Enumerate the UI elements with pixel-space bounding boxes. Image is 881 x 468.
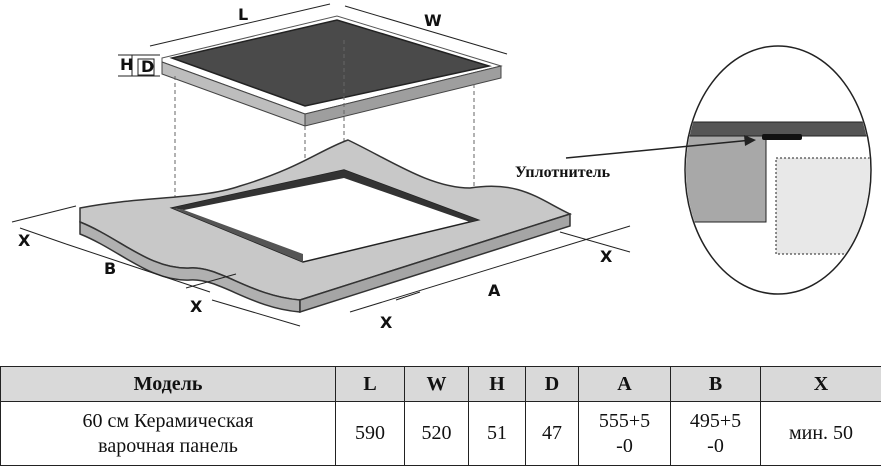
dim-label-x-front: X [380, 313, 393, 332]
header-x: X [760, 366, 881, 402]
cell-model: 60 см Керамическая варочная панель [0, 401, 336, 466]
dim-label-x-right: X [600, 247, 613, 266]
header-d: D [525, 366, 579, 402]
header-b: B [670, 366, 761, 402]
dim-label-l: L [238, 5, 248, 24]
cell-x: мин. 50 [760, 401, 881, 466]
dim-label-d: D [141, 57, 154, 76]
hob-dimension-lines [118, 3, 508, 77]
cell-b: 495+5 -0 [670, 401, 761, 466]
dim-label-w: W [424, 11, 442, 30]
header-h: H [468, 366, 526, 402]
cell-w: 520 [404, 401, 469, 466]
cell-l: 590 [335, 401, 405, 466]
seal-label: Уплотнитель [515, 164, 611, 181]
dim-label-x-front-left: X [190, 297, 203, 316]
countertop-dimension-lines [11, 205, 631, 327]
seal-callout-arrow [565, 135, 756, 159]
cell-h: 51 [468, 401, 526, 466]
dim-label-b: B [104, 259, 116, 278]
dimensions-table: Модель L W H D A B X 60 см Керамическая … [0, 366, 881, 466]
header-a: A [578, 366, 671, 402]
dim-label-a: A [488, 281, 501, 300]
header-model: Модель [0, 366, 336, 402]
installation-diagram: L W H D X B X X A X [11, 3, 872, 332]
seal-detail-view [684, 45, 872, 295]
dim-label-x-left: X [18, 231, 31, 250]
cell-a: 555+5 -0 [578, 401, 671, 466]
table-header-row: Модель L W H D A B X [0, 366, 881, 402]
table-row: 60 см Керамическая варочная панель 590 5… [0, 401, 881, 466]
cell-d: 47 [525, 401, 579, 466]
header-l: L [335, 366, 405, 402]
dim-label-h: H [120, 55, 133, 74]
header-w: W [404, 366, 469, 402]
countertop [79, 139, 573, 314]
cooktop [161, 15, 503, 127]
